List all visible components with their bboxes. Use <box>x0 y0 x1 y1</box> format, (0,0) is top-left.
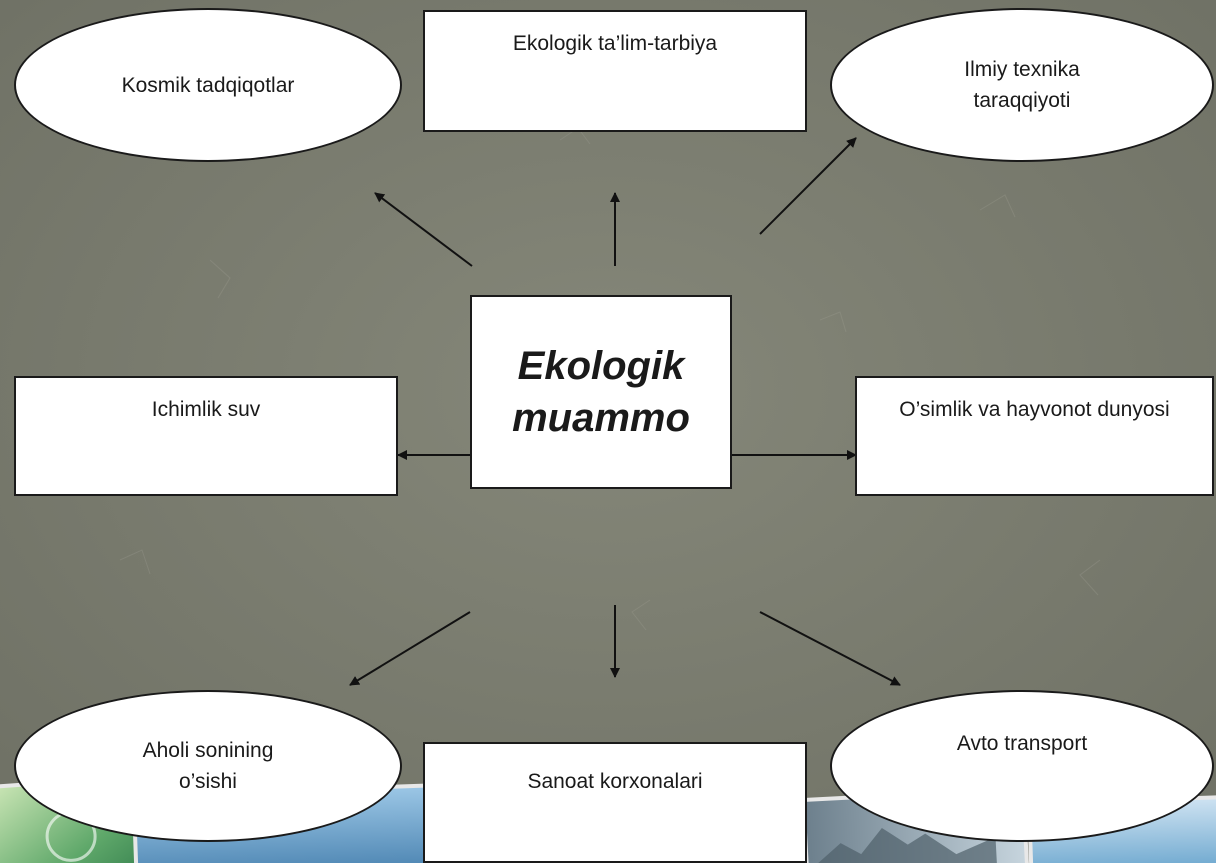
node-mid-left-label: Ichimlik suv <box>151 398 261 421</box>
node-bottom-right-label: Avto transport <box>956 732 1088 755</box>
node-top-left: Kosmik tadqiqotlar <box>14 8 402 162</box>
node-bottom-left-label: Aholi sonining o’sishi <box>142 739 274 793</box>
node-bottom-right: Avto transport <box>830 690 1214 842</box>
node-top-left-label: Kosmik tadqiqotlar <box>121 73 295 97</box>
arrow-to-top-right <box>759 137 857 235</box>
node-mid-right-label: O’simlik va hayvonot dunyosi <box>899 398 1170 421</box>
node-bottom-center-label: Sanoat korxonalari <box>527 770 703 793</box>
node-top-center: Ekologik ta’lim-tarbiya <box>423 10 807 132</box>
arrow-to-bottom-left <box>349 611 471 686</box>
node-bottom-left: Aholi sonining o’sishi <box>14 690 402 842</box>
center-node-label: Ekologik muammo <box>512 344 690 440</box>
arrow-to-bottom-right <box>759 611 901 686</box>
node-mid-right: O’simlik va hayvonot dunyosi <box>855 376 1214 496</box>
node-top-center-label: Ekologik ta’lim-tarbiya <box>512 32 718 55</box>
node-bottom-center: Sanoat korxonalari <box>423 742 807 863</box>
node-top-right-label: Ilmiy texnika taraqqiyoti <box>964 58 1080 112</box>
center-node: Ekologik muammo <box>470 295 732 489</box>
node-mid-left: Ichimlik suv <box>14 376 398 496</box>
arrow-to-top-left <box>374 192 473 267</box>
node-top-right: Ilmiy texnika taraqqiyoti <box>830 8 1214 162</box>
